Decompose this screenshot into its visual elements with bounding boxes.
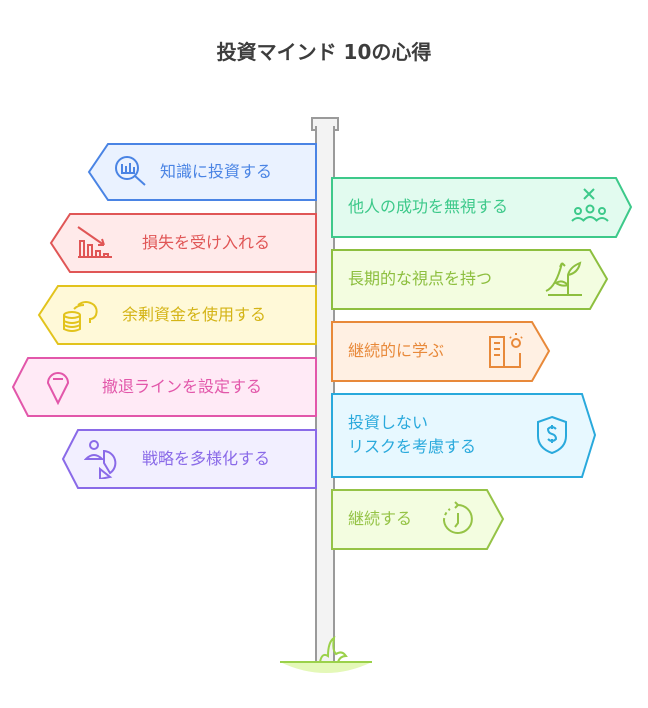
map-pin-icon	[46, 372, 70, 405]
sign-label: 戦略を多様化する	[142, 449, 271, 468]
sign-label: 余剰資金を使用する	[122, 305, 267, 324]
sign-label: 他人の成功を無視する	[348, 197, 509, 216]
sign-continue: 継続する	[331, 489, 505, 550]
sign-keep-learning: 継続的に学ぶ	[331, 321, 551, 382]
person-pie-chart-icon	[84, 440, 117, 479]
sign-label: 継続的に学ぶ	[348, 341, 445, 360]
sign-label: 長期的な視点を持つ	[348, 269, 493, 288]
sign-ignore-others-success: 他人の成功を無視する	[331, 177, 633, 238]
timer-cycle-icon	[443, 501, 473, 534]
sign-set-exit-line: 撤退ラインを設定する	[11, 357, 317, 417]
sign-diversify-strategy: 戦略を多様化する	[61, 429, 317, 489]
people-cross-icon	[571, 188, 609, 222]
sign-long-term-view: 長期的な視点を持つ	[331, 249, 609, 310]
sign-label: 損失を受け入れる	[142, 233, 271, 252]
sign-invest-in-knowledge: 知識に投資する	[87, 143, 317, 201]
shield-dollar-icon	[537, 415, 567, 455]
sign-label: 継続する	[348, 509, 413, 528]
sign-label: 知識に投資する	[160, 162, 273, 181]
sign-label-line1: 投資しない	[348, 413, 429, 432]
sign-use-surplus-funds: 余剰資金を使用する	[37, 285, 317, 345]
sign-accept-losses: 損失を受け入れる	[49, 213, 317, 273]
book-lightbulb-icon	[489, 333, 523, 368]
magnifier-chart-icon	[115, 156, 146, 186]
sign-label-line2: リスクを考慮する	[348, 437, 477, 456]
plant-growth-icon	[545, 261, 582, 296]
piggy-bank-coins-icon	[63, 301, 98, 332]
sign-label: 撤退ラインを設定する	[102, 377, 263, 396]
page-title: 投資マインド 10の心得	[216, 40, 432, 64]
declining-chart-icon	[77, 226, 112, 258]
sign-consider-risk-of-not-investing: 投資しない リスクを考慮する	[331, 393, 597, 478]
grass-icon	[280, 635, 372, 673]
